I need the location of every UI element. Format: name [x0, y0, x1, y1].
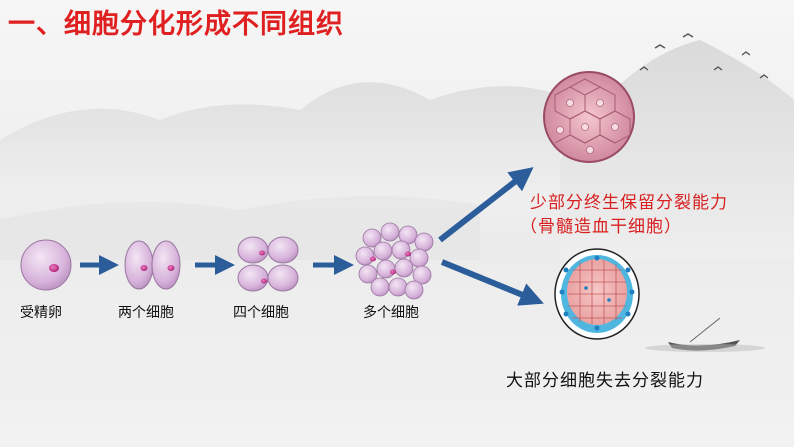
four-cells-icon: [237, 236, 299, 292]
stage-label-zygote: 受精卵: [20, 305, 62, 321]
stage-label-four-cells: 四个细胞: [233, 305, 289, 321]
stem-cell-tissue-icon: [543, 71, 635, 163]
arrow-up-right: [438, 167, 534, 243]
two-cells-icon: [124, 240, 181, 290]
many-cells-icon: [355, 222, 434, 300]
page-title: 一、细胞分化形成不同组织: [8, 9, 344, 40]
minority-outcome-label: 少部分终生保留分裂能力: [530, 193, 728, 213]
stem-cell-example-label: （骨髓造血干细胞）: [520, 217, 682, 237]
stage-label-many-cells: 多个细胞: [363, 305, 419, 321]
stage-label-two-cells: 两个细胞: [118, 305, 174, 321]
zygote-cell-icon: [20, 239, 72, 291]
boat-icon: [645, 317, 765, 352]
majority-outcome-label: 大部分细胞失去分裂能力: [506, 371, 704, 391]
arrow-down-right: [440, 259, 544, 306]
birds-icon: [639, 33, 769, 79]
differentiated-tissue-icon: [554, 248, 640, 340]
